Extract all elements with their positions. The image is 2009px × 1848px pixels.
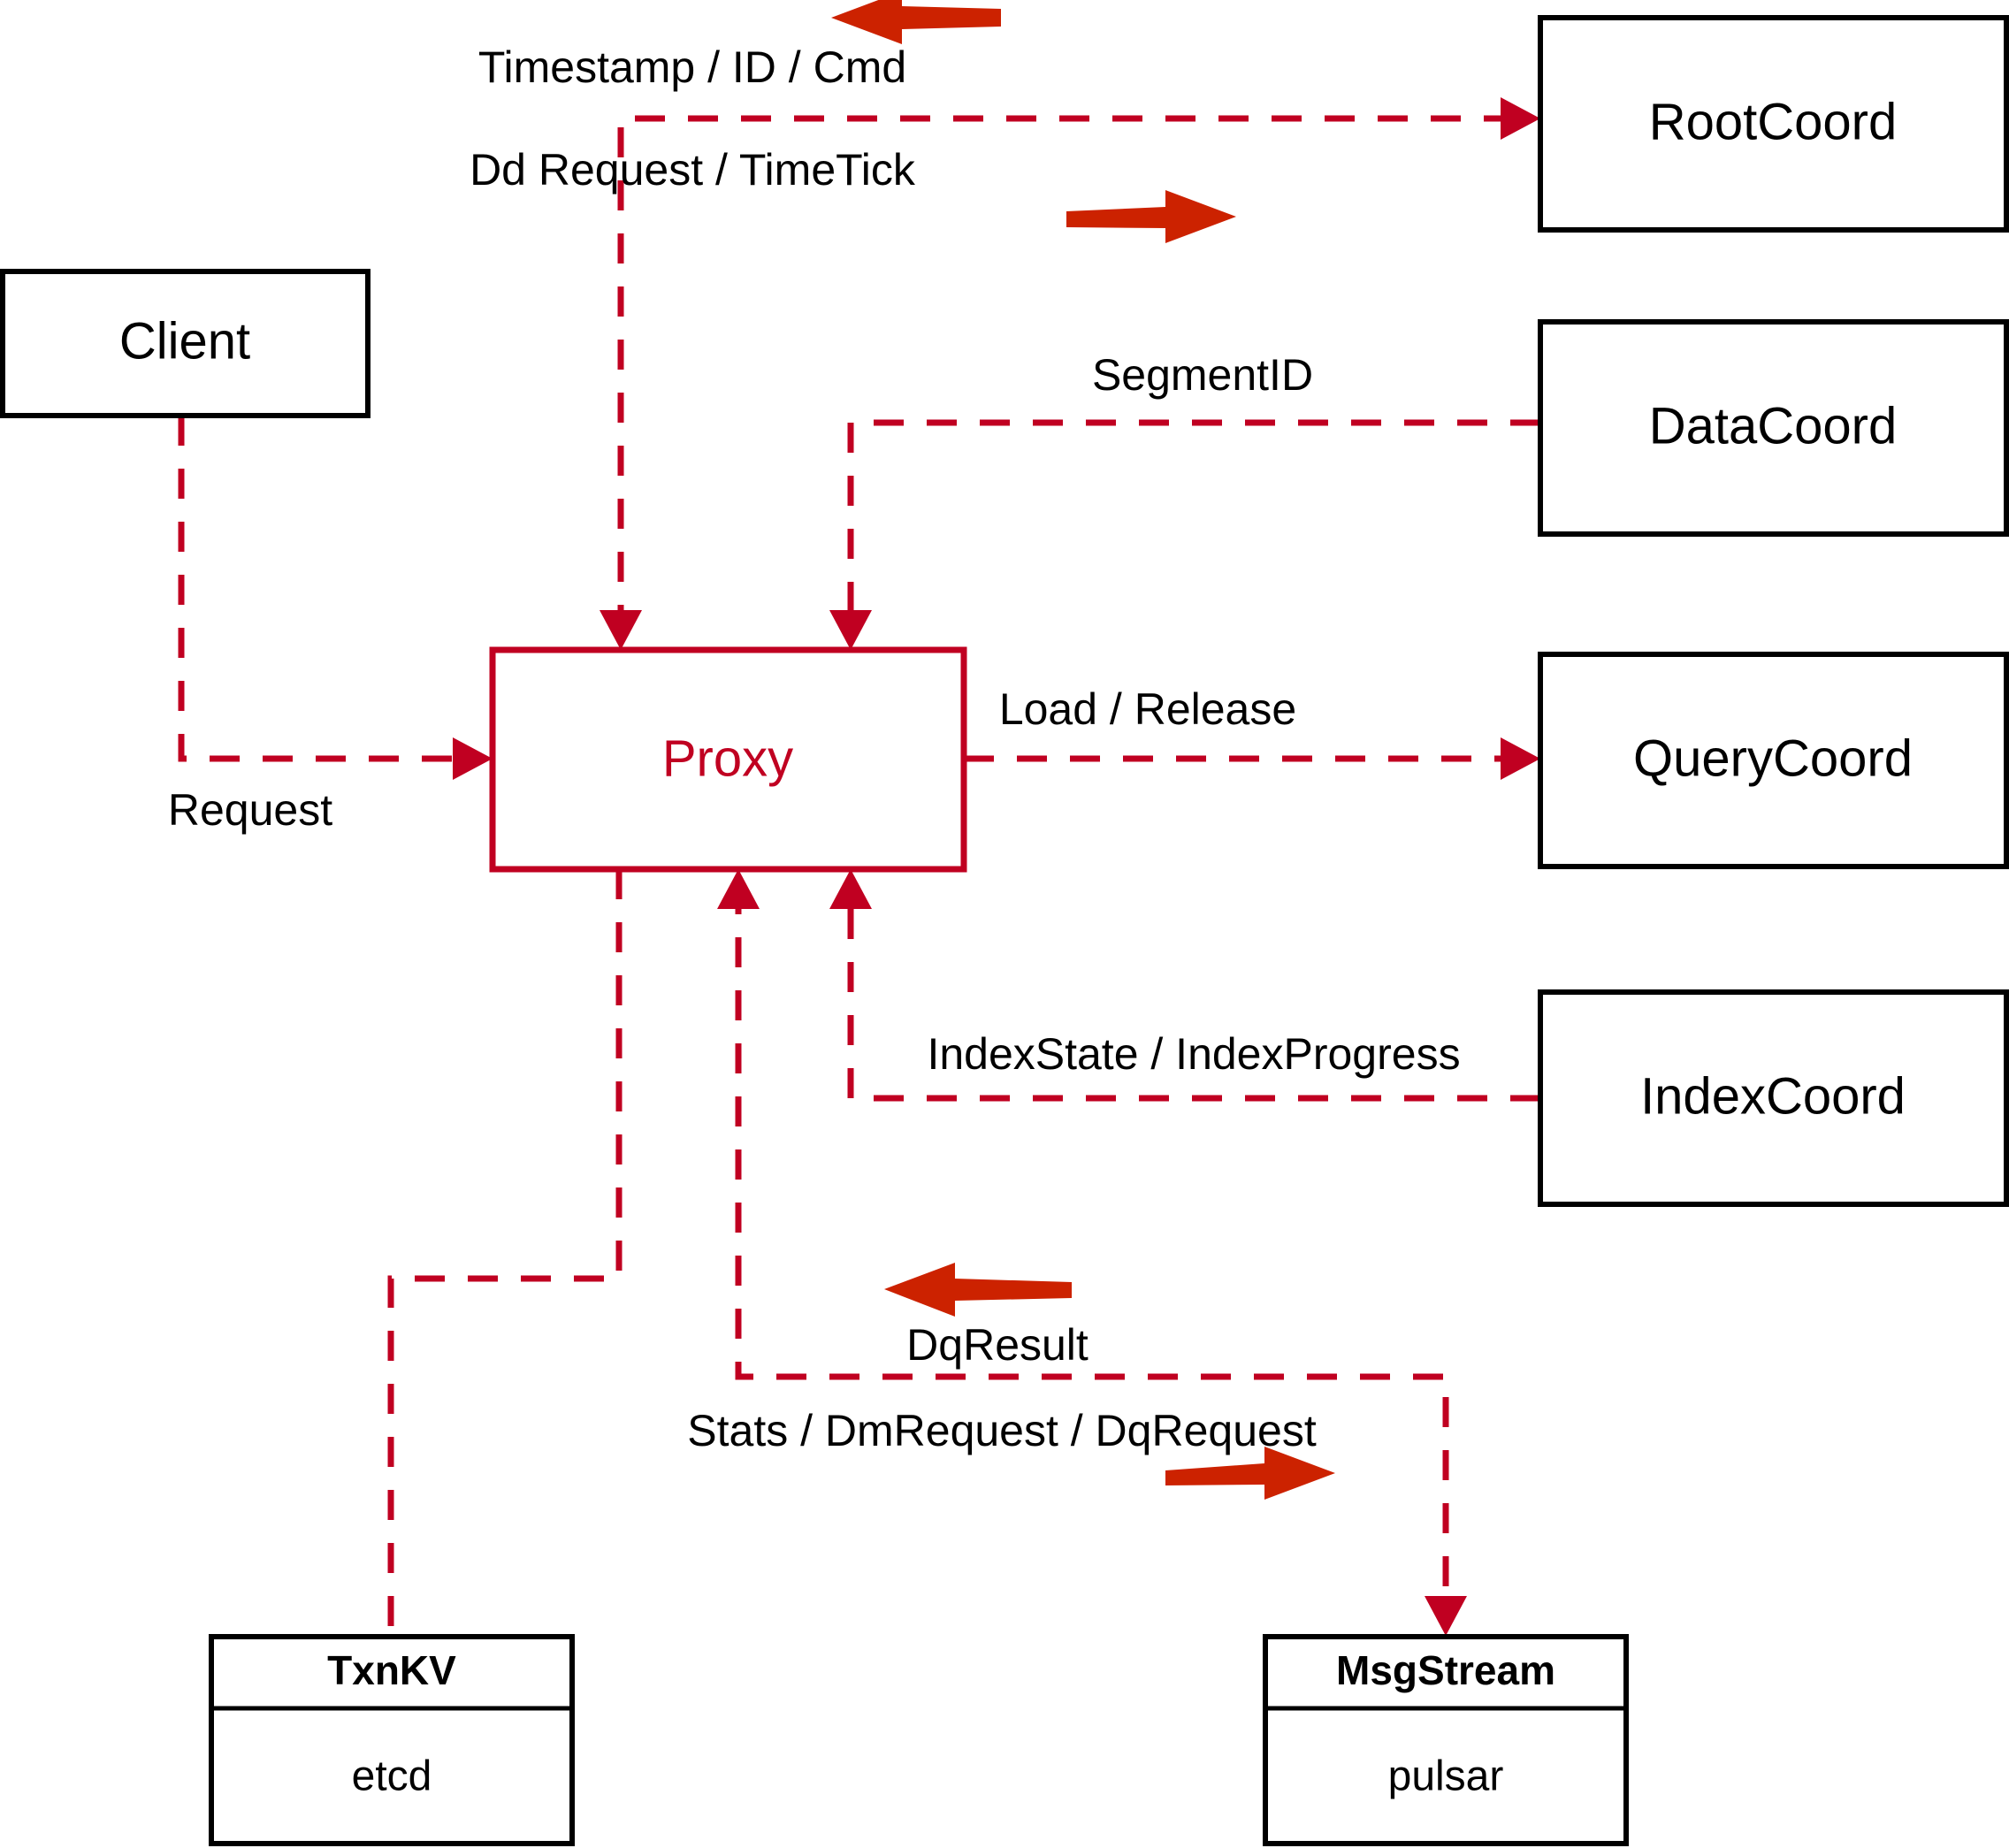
edge-label-datacoord: SegmentID: [1092, 350, 1313, 400]
node-rootcoord[interactable]: RootCoord: [1538, 15, 2009, 233]
edge-proxy-to-txnkv-line: [387, 869, 623, 1637]
node-proxy[interactable]: Proxy: [489, 646, 967, 873]
edge-client-to-proxy-line: [178, 416, 477, 762]
node-indexcoord-label: IndexCoord: [1640, 1067, 1906, 1125]
edge-proxy-to-rootcoord: [600, 97, 1540, 650]
node-datacoord[interactable]: DataCoord: [1538, 319, 2009, 537]
edge-msgstream-proxy: [717, 869, 1467, 1636]
node-indexcoord-box: [1538, 989, 2009, 1207]
node-proxy-box: [489, 646, 967, 873]
edge-msgstream-to-proxy-arrowhead: [717, 869, 760, 909]
node-txnkv-impl: etcd: [352, 1753, 432, 1800]
node-msgstream[interactable]: MsgStream pulsar: [1263, 1634, 1629, 1846]
edge-label-client-proxy: Request: [168, 785, 332, 835]
node-txnkv-box: [209, 1634, 575, 1846]
node-client[interactable]: Client: [0, 269, 370, 418]
edge-label-msgstream-in: DqResult: [906, 1320, 1089, 1370]
edge-proxy-to-msgstream-arrowhead: [1425, 1596, 1467, 1636]
direction-arrow-timestamp-left: [831, 0, 1001, 44]
node-datacoord-label: DataCoord: [1649, 397, 1897, 454]
edge-proxy-to-rootcoord-arrowhead: [1501, 97, 1540, 140]
node-datacoord-box: [1538, 319, 2009, 537]
node-msgstream-impl: pulsar: [1388, 1753, 1504, 1800]
edge-label-indexcoord: IndexState / IndexProgress: [927, 1029, 1460, 1079]
edge-rootcoord-to-proxy-arrowhead: [600, 610, 642, 650]
edge-client-to-proxy-arrowhead: [453, 737, 493, 780]
node-indexcoord[interactable]: IndexCoord: [1538, 989, 2009, 1207]
edge-datacoord-to-proxy-arrowhead: [829, 610, 872, 650]
edge-datacoord-to-proxy-line: [847, 419, 1540, 635]
node-rootcoord-label: RootCoord: [1649, 93, 1897, 150]
edge-proxy-to-rootcoord-line: [617, 115, 1525, 635]
node-client-box: [0, 269, 370, 418]
edge-indexcoord-to-proxy-arrowhead: [829, 869, 872, 909]
node-rootcoord-box: [1538, 15, 2009, 233]
edge-proxy-to-querycoord-arrowhead: [1501, 737, 1540, 780]
direction-arrow-dqresult-left: [884, 1263, 1072, 1317]
node-txnkv-title: TxnKV: [327, 1647, 456, 1693]
edge-indexcoord-to-proxy: [829, 869, 1540, 1102]
edge-proxy-to-txnkv: [387, 869, 623, 1637]
node-msgstream-box: [1263, 1634, 1629, 1846]
node-querycoord-box: [1538, 652, 2009, 869]
edge-msgstream-proxy-line: [735, 884, 1449, 1620]
node-querycoord-label: QueryCoord: [1633, 729, 1913, 787]
edge-label-rootcoord-out: Dd Request / TimeTick: [470, 145, 916, 195]
node-msgstream-title: MsgStream: [1336, 1647, 1555, 1693]
node-proxy-label: Proxy: [662, 729, 793, 787]
node-client-label: Client: [119, 312, 250, 370]
edge-client-to-proxy: [178, 416, 493, 780]
edge-label-msgstream-out: Stats / DmRequest / DqRequest: [687, 1406, 1317, 1455]
edge-datacoord-to-proxy: [829, 419, 1540, 650]
edge-label-querycoord: Load / Release: [999, 684, 1296, 734]
direction-arrow-ddrequest-right: [1066, 190, 1236, 243]
direction-arrow-stats-right: [1165, 1447, 1335, 1500]
edge-proxy-to-querycoord: [964, 737, 1540, 780]
node-querycoord[interactable]: QueryCoord: [1538, 652, 2009, 869]
edge-indexcoord-to-proxy-line: [847, 884, 1540, 1102]
edge-label-rootcoord-in: Timestamp / ID / Cmd: [478, 42, 906, 92]
node-txnkv[interactable]: TxnKV etcd: [209, 1634, 575, 1846]
